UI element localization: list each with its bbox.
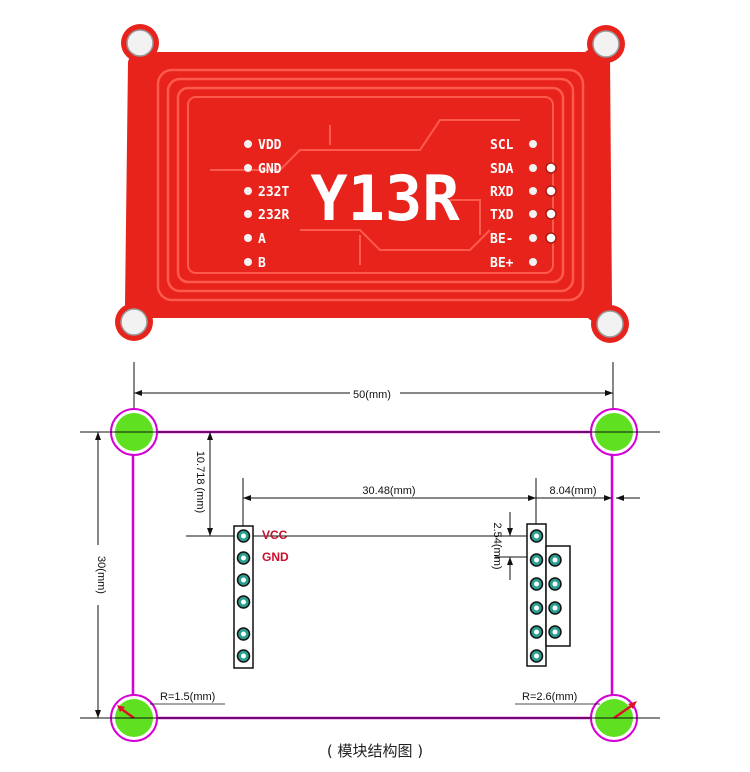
right-header-inner <box>545 545 571 647</box>
pin-label-be-plus: BE+ <box>490 256 514 271</box>
mount-hole-bottom-left <box>115 303 153 341</box>
pin-label-232t: 232T <box>258 185 289 200</box>
height-dim-label: 30(mm) <box>95 556 107 594</box>
pin-label-scl: SCL <box>490 138 514 153</box>
pin-label-be-minus: BE- <box>490 232 513 247</box>
radius-left: R=1.5(mm) <box>150 691 225 705</box>
mount-hole-top-left <box>121 24 159 62</box>
pin-label-a: A <box>258 232 266 247</box>
pin-label-232r: 232R <box>258 208 289 223</box>
dimension-drawing: 50(mm) <box>80 362 660 742</box>
right-pin-column: SCL SDA RXD TXD BE- BE+ <box>490 138 557 271</box>
pitch-dimension: 2.54(mm) <box>491 512 513 580</box>
left-pin-column: VDD GND 232T 232R A B <box>244 138 289 271</box>
pin-label-rxd: RXD <box>490 185 514 200</box>
top-offset-dimension: 10.718 (mm) <box>194 432 213 536</box>
radius-right: R=2.6(mm) <box>515 691 600 705</box>
top-offset-dim-label: 10.718 (mm) <box>194 451 206 513</box>
pin-label-txd: TXD <box>490 208 514 223</box>
board-photo: Y13R VDD GND 232T 232R A B SCL SDA RXD T… <box>115 24 629 343</box>
gnd-label: GND <box>262 550 289 564</box>
figure-caption: ( 模块结构图 ) <box>326 742 424 760</box>
radius-left-label: R=1.5(mm) <box>160 691 215 703</box>
right-offset-dimension: 8.04(mm) <box>536 485 640 501</box>
vcc-label: VCC <box>262 528 288 542</box>
radius-right-label: R=2.6(mm) <box>522 691 577 703</box>
left-header <box>233 525 254 669</box>
right-header-outer <box>526 523 547 667</box>
pin-label-vdd: VDD <box>258 138 282 153</box>
pin-label-gnd: GND <box>258 162 282 177</box>
pin-label-sda: SDA <box>490 162 514 177</box>
right-offset-dim-label: 8.04(mm) <box>549 485 596 497</box>
width-dim-label: 50(mm) <box>353 389 391 401</box>
mount-hole-bottom-right <box>591 305 629 343</box>
pin-span-dimension: 30.48(mm) <box>242 478 537 532</box>
width-dimension: 50(mm) <box>134 385 613 401</box>
height-dimension: 30(mm) <box>88 432 108 718</box>
pitch-dim-label: 2.54(mm) <box>491 522 503 569</box>
pin-label-b: B <box>258 256 266 271</box>
model-text: Y13R <box>310 162 460 235</box>
mount-hole-top-right <box>587 25 625 63</box>
pin-span-dim-label: 30.48(mm) <box>362 485 415 497</box>
